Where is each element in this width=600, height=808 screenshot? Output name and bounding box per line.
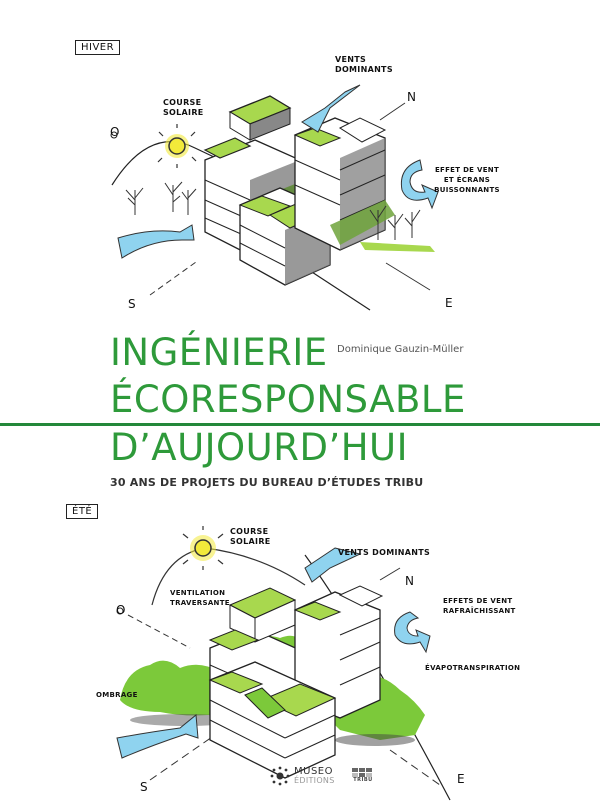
- winter-wind-effect-annotation: EFFET DE VENT ET ÉCRANS BUISSONNANTS: [434, 166, 500, 194]
- summer-compass-south: S: [140, 780, 148, 794]
- tribu-label: TRIBU: [353, 777, 373, 783]
- museo-subname: ÉDITIONS: [294, 776, 335, 785]
- author-name: Dominique Gauzin-Müller: [337, 344, 464, 355]
- title-divider-rule: [0, 423, 600, 426]
- title-line-2: ÉCORESPONSABLE: [110, 378, 466, 421]
- summer-season-label: ÉTÉ: [66, 504, 99, 519]
- summer-shade-annotation: OMBRAGE: [96, 691, 138, 699]
- tribu-grid-icon: [352, 768, 374, 777]
- winter-compass-east: E: [445, 296, 453, 310]
- sun-icon: [157, 124, 197, 168]
- winter-prevailing-winds-annotation: VENTS DOMINANTS: [335, 55, 393, 74]
- museo-name: MUSEO: [294, 766, 333, 777]
- subtitle: 30 ANS DE PROJETS DU BUREAU D’ÉTUDES TRI…: [110, 476, 424, 489]
- sun-icon: [182, 526, 224, 570]
- summer-sketch-illustration: [116, 526, 451, 801]
- tribu-logo: TRIBU: [352, 768, 374, 783]
- summer-prevailing-winds-annotation: VENTS DOMINANTS: [338, 548, 431, 557]
- museo-editions-logo: MUSEO ÉDITIONS: [270, 766, 335, 786]
- summer-cooling-wind-annotation: EFFETS DE VENT RAFRAÎCHISSANT: [443, 597, 516, 615]
- summer-evapotranspiration-annotation: ÉVAPOTRANSPIRATION: [425, 664, 521, 672]
- summer-compass-north: N: [405, 574, 414, 588]
- winter-solar-path-annotation: COURSE SOLAIRE: [163, 98, 204, 117]
- museo-sunburst-icon: [270, 766, 290, 786]
- summer-compass-west: O: [116, 603, 126, 617]
- winter-sketch-illustration: [110, 84, 439, 311]
- winter-compass-south: S: [128, 297, 136, 311]
- summer-solar-path-annotation: COURSE SOLAIRE: [230, 527, 271, 546]
- title-line-3: D’AUJOURD’HUI: [110, 426, 409, 469]
- winter-compass-west: O: [110, 125, 120, 139]
- summer-cross-ventilation-annotation: VENTILATION TRAVERSANTE: [170, 589, 230, 607]
- winter-compass-north: N: [407, 90, 416, 104]
- summer-compass-east: E: [457, 772, 465, 786]
- title-line-1: INGÉNIERIE: [110, 331, 328, 374]
- winter-season-label: HIVER: [75, 40, 121, 55]
